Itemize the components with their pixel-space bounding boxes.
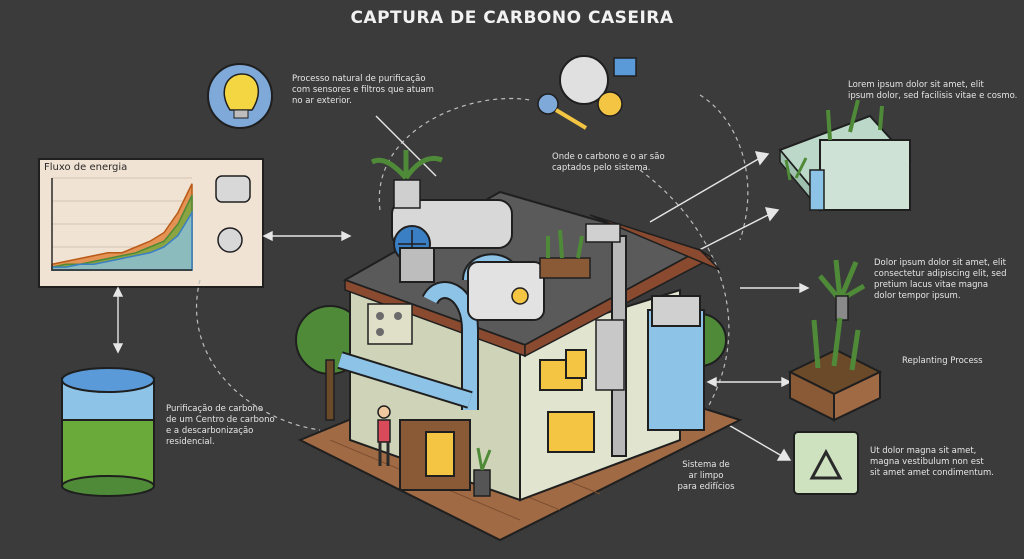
garden-device-box (819, 139, 911, 211)
arrow-head (799, 282, 810, 294)
roof-planter (539, 257, 591, 279)
note-line: residencial. (166, 437, 215, 447)
note-line: para edifícios (677, 482, 735, 492)
air-pipe-horizontal (337, 353, 473, 407)
note-line: com sensores e filtros que atuam (292, 85, 434, 95)
page-title: CAPTURA DE CARBONO CASEIRA (350, 8, 674, 28)
note-line: Dolor ipsum dolor sit amet, elit (874, 258, 1006, 268)
arrow-head (262, 230, 273, 242)
arrow-head (781, 376, 792, 388)
note-line: pretium lacus vitae magna (874, 280, 989, 290)
person-body (377, 419, 391, 443)
chart-cylinder-icon (215, 175, 251, 203)
note-bottom-center: Sistema de ar limpo para edifícios (656, 460, 756, 493)
note-line: no ar exterior. (292, 96, 352, 106)
arrow-house-recycle (719, 419, 783, 457)
note-line: Onde o carbono e o ar são (552, 152, 665, 162)
note-line: dolor tempor ipsum. (874, 291, 961, 301)
co2-molecule-icon (559, 55, 609, 105)
chart-series-area-2 (51, 209, 193, 271)
air-pipe-vertical (423, 283, 477, 410)
arrow-bulb-house (375, 115, 437, 177)
energy-chart (51, 177, 193, 271)
recycle-icon (793, 431, 859, 495)
arrow-head (764, 207, 780, 222)
note-line: Sistema de (682, 460, 730, 470)
plant-pot (393, 179, 421, 209)
flow-curve-right-top (699, 94, 749, 241)
arrow-head (341, 230, 352, 242)
note-roof: Onde o carbono e o ar são captados pelo … (552, 152, 692, 174)
note-line: consectetur adipiscing elit, sed (874, 269, 1007, 279)
note-line: Ut dolor magna sit amet, (870, 446, 977, 456)
arrow-head (754, 151, 770, 166)
flow-curve-top (378, 97, 531, 211)
person-head (377, 405, 391, 419)
note-line: e a descarbonização (166, 426, 254, 436)
note-line: captados pelo sistema. (552, 163, 651, 173)
note-bottom-right: Ut dolor magna sit amet, magna vestibulu… (870, 446, 1020, 479)
note-line: Processo natural de purificação (292, 74, 426, 84)
note-line: Purificação de carbono (166, 404, 264, 414)
window-lower (547, 411, 595, 453)
note-top-left: Processo natural de purificação com sens… (292, 74, 442, 107)
arrow-head (776, 448, 792, 461)
note-line: ipsum dolor, sed facilisis vitae e cosmo… (848, 91, 1018, 101)
control-panel (367, 303, 413, 345)
chart-title: Fluxo de energia (44, 162, 128, 173)
roof-plant (370, 150, 443, 180)
chart-axes (51, 178, 192, 271)
note-line: Lorem ipsum dolor sit amet, elit (848, 80, 984, 90)
capture-tank (647, 309, 705, 431)
note-line: magna vestibulum non est (870, 457, 984, 467)
chart-fan-icon (217, 227, 243, 253)
arrow-head (112, 286, 124, 297)
note-bottom-left: Purificação de carbono de um Centro de c… (166, 404, 306, 448)
filter-unit (467, 261, 545, 321)
planter-right (833, 370, 881, 422)
plant-icon (818, 259, 866, 303)
arrow-head (706, 376, 717, 388)
note-line: de um Centro de carbono (166, 415, 275, 425)
note-line: sit amet amet condimentum. (870, 468, 994, 478)
note-mid-right: Dolor ipsum dolor sit amet, elit consect… (874, 258, 1020, 302)
note-top-right: Lorem ipsum dolor sit amet, elit ipsum d… (848, 80, 1018, 102)
note-planting: Replanting Process (902, 356, 983, 366)
arrow-head (112, 343, 124, 354)
arrow-house-topright (649, 157, 761, 223)
note-line: ar limpo (688, 471, 724, 481)
